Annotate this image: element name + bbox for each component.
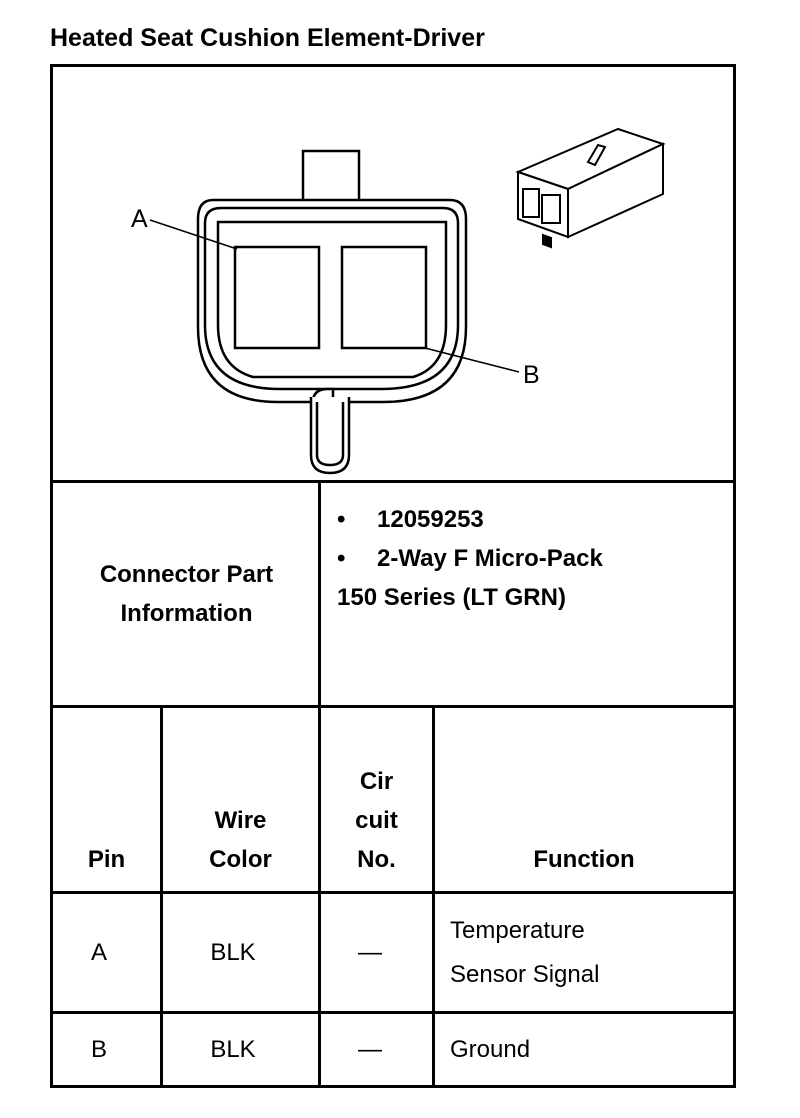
connector-recess xyxy=(216,220,448,379)
callout-label-b: B xyxy=(523,361,540,389)
row-a-wire-color: BLK xyxy=(210,939,256,966)
divider-info xyxy=(50,705,736,708)
row-a-circuit: — xyxy=(358,939,382,966)
divider-info-col xyxy=(318,480,321,1088)
connector-info-label: Connector Part Information xyxy=(53,483,320,705)
latch-ramp xyxy=(586,143,607,167)
bullet: • xyxy=(337,506,346,533)
connector-description-cont: 150 Series (LT GRN) xyxy=(337,584,566,611)
row-a-function: Temperature Sensor Signal xyxy=(450,917,600,988)
connector-info-label-line1: Connector Part xyxy=(99,561,274,588)
connector-diagram: A B xyxy=(131,127,666,475)
divider-diagram xyxy=(50,480,736,483)
header-circuit-no: Cir cuit No. xyxy=(355,768,398,873)
cavity-a xyxy=(233,245,321,350)
connector-info-list: •12059253 •2-Way F Micro-Pack 150 Series… xyxy=(337,500,603,617)
callout-line-a xyxy=(149,219,238,250)
connector-latch xyxy=(301,149,361,209)
divider-function-col xyxy=(432,705,435,1088)
row-b-wire-color: BLK xyxy=(210,1036,256,1063)
connector-info-label-line2: Information xyxy=(120,600,253,627)
page-title: Heated Seat Cushion Element-Driver xyxy=(50,24,485,52)
callout-label-a: A xyxy=(131,205,148,233)
divider-pin-col xyxy=(160,705,163,1088)
divider-row xyxy=(50,1011,736,1014)
cavity-b xyxy=(340,245,428,350)
divider-header xyxy=(50,891,736,894)
header-function: Function xyxy=(533,846,635,873)
connector-table-frame xyxy=(50,64,736,1088)
callout-line-b xyxy=(424,347,520,373)
connector-description: •2-Way F Micro-Pack xyxy=(337,539,603,578)
row-a-pin: A xyxy=(90,939,107,966)
row-b-pin: B xyxy=(90,1036,107,1063)
row-b-circuit: — xyxy=(358,1036,382,1063)
header-wire-color: Wire Color xyxy=(209,807,272,873)
header-pin: Pin xyxy=(87,846,126,873)
connector-body-inner xyxy=(203,206,460,391)
row-b-function: Ground xyxy=(450,1036,531,1063)
bullet: • xyxy=(337,545,346,572)
connector-part-number: •12059253 xyxy=(337,500,603,539)
connector-isometric xyxy=(515,127,666,249)
